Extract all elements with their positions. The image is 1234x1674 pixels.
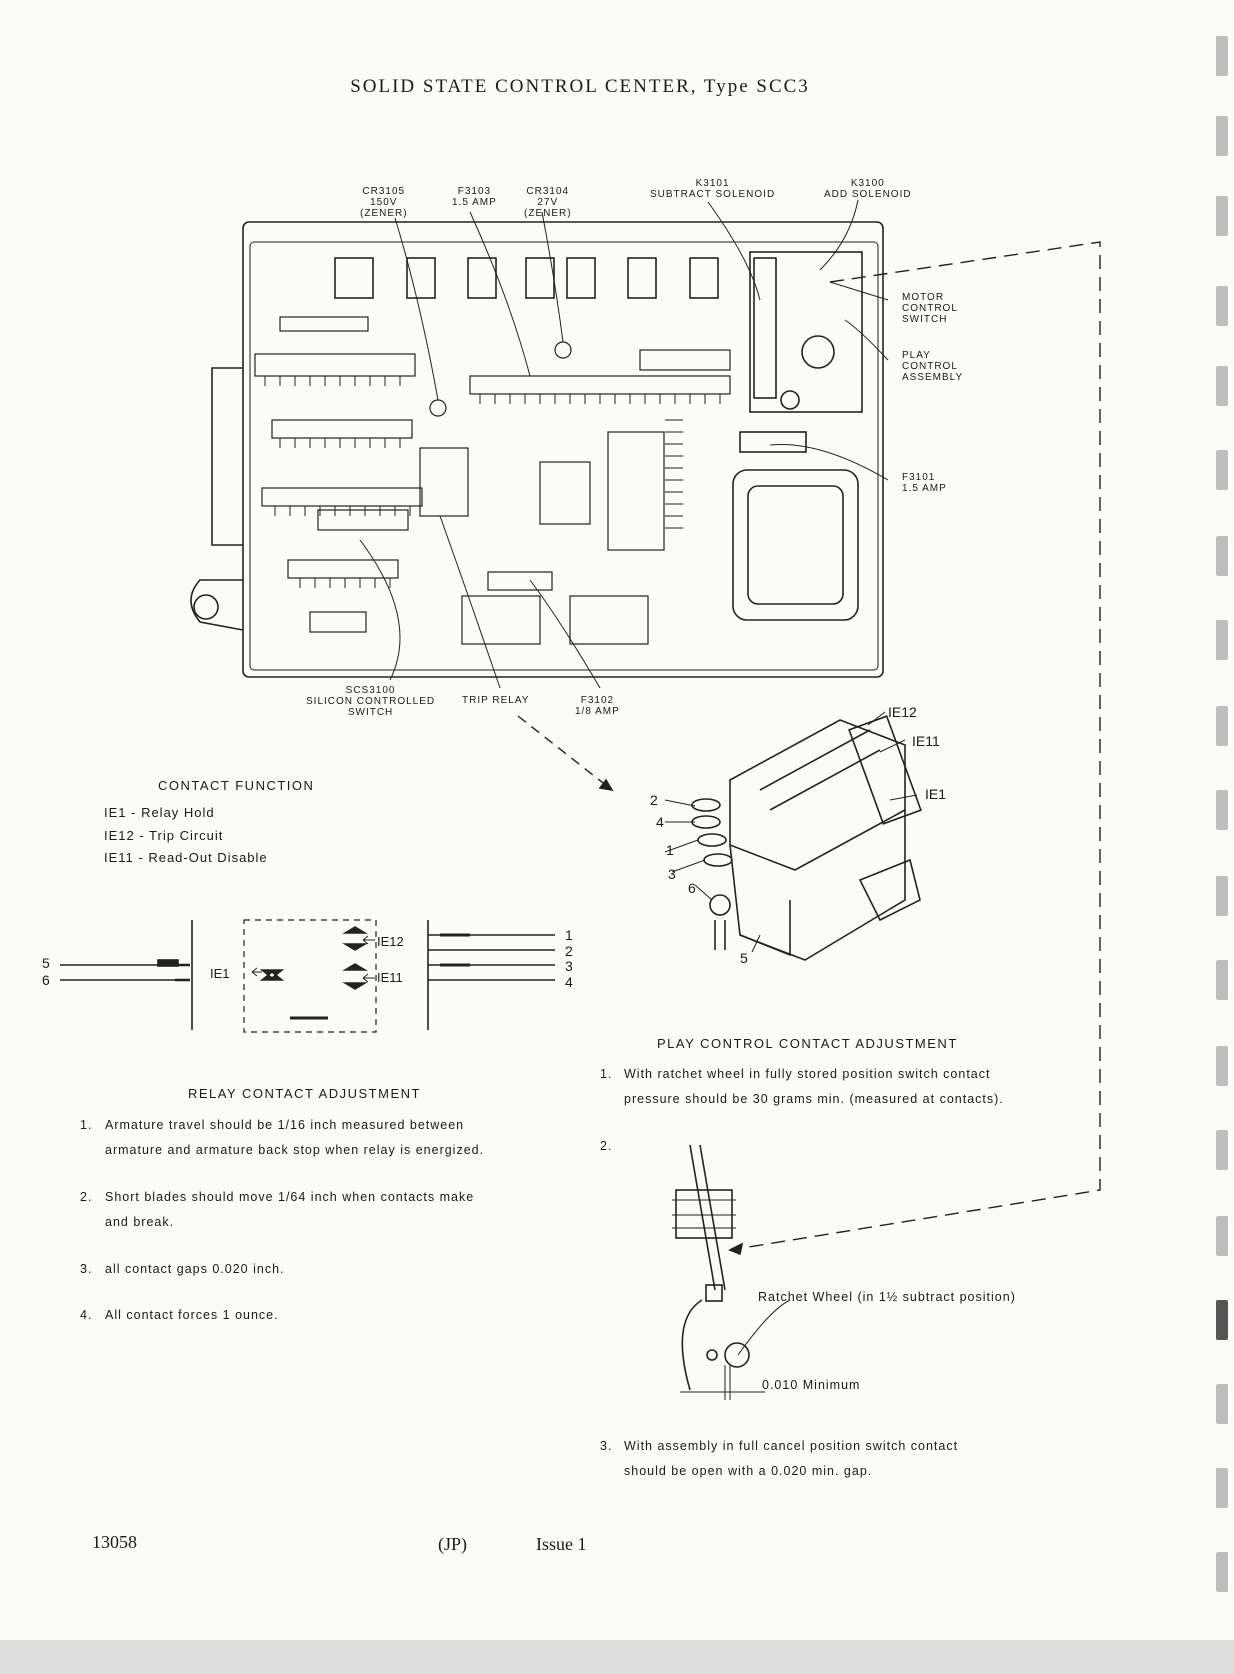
relay-step-number: 1. [80,1118,93,1132]
cr3105-type: (ZENER) [360,208,408,219]
play-adjustment-title: PLAY CONTROL CONTACT ADJUSTMENT [657,1036,958,1051]
scs3100-desc-2: SWITCH [347,707,394,718]
relay-step-2-line-1: Short blades should move 1/64 inch when … [105,1190,475,1204]
binder-tab [1216,960,1228,1000]
binder-tab [1216,366,1228,406]
trip-relay-label: TRIP RELAY [462,695,530,706]
binder-tab [1216,1130,1228,1170]
binder-tab [1216,196,1228,236]
play-step-number: 2. [600,1139,613,1153]
motor-control-line-2: CONTROL [902,303,958,314]
play-step-3-line-2: should be open with a 0.020 min. gap. [624,1464,873,1478]
binder-tab [1216,620,1228,660]
cr3105-voltage: 150V [370,197,398,208]
contact-function-item: IE11 - Read-Out Disable [104,850,268,865]
contact-function-item: IE1 - Relay Hold [104,805,215,820]
binder-tab [1216,706,1228,746]
k3100-label: K3100 [850,178,885,189]
binder-tab [1216,536,1228,576]
cr3104-label: CR3104 [526,186,570,197]
relay-ie1-label: IE1 [925,786,947,802]
relay-step-number: 3. [80,1262,93,1276]
relay-step-number: 2. [80,1190,93,1204]
play-control-line-1: PLAY [902,350,931,361]
contact-function-title: CONTACT FUNCTION [158,778,315,793]
relay-step-3-line-1: all contact gaps 0.020 inch. [105,1262,285,1276]
scs3100-desc-1: SILICON CONTROLLED [306,696,436,707]
k3101-desc: SUBTRACT SOLENOID [650,189,776,200]
play-control-line-2: CONTROL [902,361,958,372]
binder-tab [1216,790,1228,830]
play-step-1-line-2: pressure should be 30 grams min. (measur… [624,1092,1004,1106]
cr3104-voltage: 27V [537,197,559,208]
document-code: (JP) [438,1534,468,1554]
binder-tab [1216,1216,1228,1256]
binder-tab [1216,36,1228,76]
f3103-label: F3103 [457,186,492,197]
play-control-line-3: ASSEMBLY [902,372,964,383]
binder-tab [1216,1468,1228,1508]
relay-terminal-2: 2 [650,792,658,808]
play-step-number: 3. [600,1439,613,1453]
binder-tab [1216,286,1228,326]
relay-terminal-6: 6 [688,880,696,896]
play-step-1-line-1: With ratchet wheel in fully stored posit… [624,1067,991,1081]
motor-control-line-1: MOTOR [902,292,945,303]
schematic-ie1-label: IE1 [210,966,230,981]
binder-tab [1216,876,1228,916]
f3103-rating: 1.5 AMP [452,197,497,208]
schematic-terminal-4: 4 [565,974,573,990]
relay-step-4-line-1: All contact forces 1 ounce. [105,1308,279,1322]
relay-adjustment-title: RELAY CONTACT ADJUSTMENT [188,1086,421,1101]
scan-bottom-edge [0,1640,1234,1674]
f3102-rating: 1/8 AMP [575,706,620,717]
schematic-terminal-2: 2 [565,943,573,959]
relay-terminal-3: 3 [668,866,676,882]
cr3104-type: (ZENER) [524,208,572,219]
relay-step-1-line-1: Armature travel should be 1/16 inch meas… [105,1118,465,1132]
binder-tab [1216,1046,1228,1086]
schematic-ie11-label: IE11 [377,970,403,985]
binder-tab [1216,1300,1228,1340]
relay-step-number: 4. [80,1308,93,1322]
issue-label: Issue 1 [536,1534,587,1554]
gap-minimum-label: 0.010 Minimum [762,1378,861,1392]
schematic-terminal-1: 1 [565,927,573,943]
k3100-desc: ADD SOLENOID [824,189,912,200]
contact-function-item: IE12 - Trip Circuit [104,828,224,843]
relay-terminal-5: 5 [740,950,748,966]
motor-control-line-3: SWITCH [902,314,948,325]
relay-terminal-4: 4 [656,814,664,830]
scs3100-label: SCS3100 [345,685,396,696]
schematic-terminal-3: 3 [565,958,573,974]
f3101-label: F3101 [902,472,936,483]
f3101-rating: 1.5 AMP [902,483,947,494]
k3101-label: K3101 [695,178,730,189]
schematic-ie12-label: IE12 [377,934,404,949]
ratchet-wheel-label: Ratchet Wheel (in 1½ subtract position) [758,1290,1016,1304]
binder-tab [1216,116,1228,156]
binder-tab [1216,450,1228,490]
schematic-terminal-6: 6 [42,972,50,988]
f3102-label: F3102 [580,695,615,706]
relay-terminal-1: 1 [666,842,674,858]
binder-tab [1216,1384,1228,1424]
cr3105-label: CR3105 [362,186,406,197]
relay-ie11-label: IE11 [912,733,940,749]
document-number: 13058 [92,1532,137,1552]
play-step-number: 1. [600,1067,613,1081]
relay-step-2-line-2: and break. [105,1215,175,1229]
schematic-terminal-5: 5 [42,955,50,971]
play-step-3-line-1: With assembly in full cancel position sw… [624,1439,959,1453]
page-title: SOLID STATE CONTROL CENTER, Type SCC3 [350,76,810,97]
binder-tab [1216,1552,1228,1592]
relay-ie12-label: IE12 [888,704,917,720]
relay-step-1-line-2: armature and armature back stop when rel… [105,1143,485,1157]
